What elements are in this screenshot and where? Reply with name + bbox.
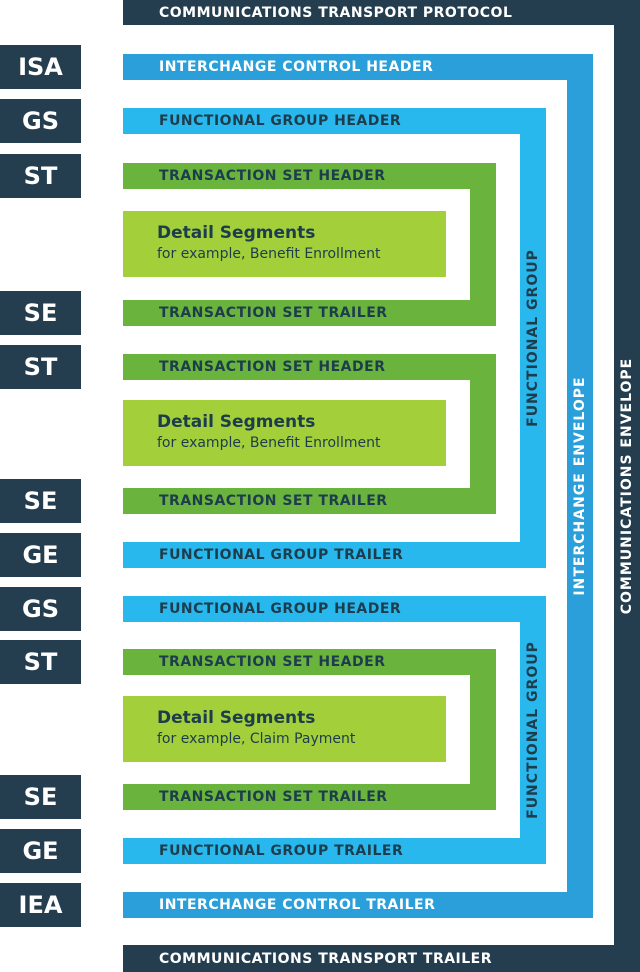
- transaction-set-trailer-label-2: TRANSACTION SET TRAILER: [159, 493, 388, 509]
- communications-envelope-bracket: [614, 0, 640, 972]
- functional-group-header-bar-2: FUNCTIONAL GROUP HEADER: [123, 596, 546, 622]
- transaction-set-header-label-3: TRANSACTION SET HEADER: [159, 654, 386, 670]
- functional-group-bracket-2: [520, 596, 546, 864]
- interchange-control-trailer-bar: INTERCHANGE CONTROL TRAILER: [123, 892, 593, 918]
- transaction-set-header-bar-2: TRANSACTION SET HEADER: [123, 354, 496, 380]
- communications-envelope-label: COMMUNICATIONS ENVELOPE: [619, 357, 635, 615]
- interchange-control-header-label: INTERCHANGE CONTROL HEADER: [159, 59, 434, 75]
- functional-group-label-1: FUNCTIONAL GROUP: [525, 249, 541, 427]
- transaction-set-trailer-label-3: TRANSACTION SET TRAILER: [159, 789, 388, 805]
- functional-group-trailer-bar-1: FUNCTIONAL GROUP TRAILER: [123, 542, 546, 568]
- transaction-set-bracket-3: [470, 649, 496, 810]
- communications-transport-trailer-label: COMMUNICATIONS TRANSPORT TRAILER: [159, 950, 493, 967]
- detail-segments-title-3: Detail Segments: [157, 708, 316, 728]
- transaction-set-header-bar-1: TRANSACTION SET HEADER: [123, 163, 496, 189]
- transaction-set-bracket-1: [470, 163, 496, 326]
- transaction-set-bracket-2: [470, 354, 496, 514]
- functional-group-bracket-1: [520, 108, 546, 568]
- segment-code-st-2: ST: [0, 345, 81, 389]
- communications-transport-protocol-label: COMMUNICATIONS TRANSPORT PROTOCOL: [159, 4, 513, 21]
- communications-transport-trailer-bar: COMMUNICATIONS TRANSPORT TRAILER: [123, 945, 640, 972]
- segment-code-ge-2: GE: [0, 829, 81, 873]
- transaction-set-trailer-bar-3: TRANSACTION SET TRAILER: [123, 784, 496, 810]
- transaction-set-trailer-label-1: TRANSACTION SET TRAILER: [159, 305, 388, 321]
- functional-group-trailer-label-2: FUNCTIONAL GROUP TRAILER: [159, 843, 404, 859]
- functional-group-header-bar-1: FUNCTIONAL GROUP HEADER: [123, 108, 546, 134]
- segment-code-gs-1: GS: [0, 99, 81, 143]
- transaction-set-trailer-bar-1: TRANSACTION SET TRAILER: [123, 300, 496, 326]
- interchange-envelope-bracket: [567, 54, 593, 918]
- detail-segments-box-3: Detail Segments for example, Claim Payme…: [123, 696, 446, 762]
- detail-segments-example-3: for example, Claim Payment: [157, 731, 356, 747]
- segment-code-se-1: SE: [0, 291, 81, 335]
- detail-segments-box-2: Detail Segments for example, Benefit Enr…: [123, 400, 446, 466]
- functional-group-header-label-2: FUNCTIONAL GROUP HEADER: [159, 601, 402, 617]
- detail-segments-title-2: Detail Segments: [157, 412, 316, 432]
- segment-code-ge-1: GE: [0, 533, 81, 577]
- interchange-envelope-label: INTERCHANGE ENVELOPE: [572, 376, 588, 596]
- detail-segments-title-1: Detail Segments: [157, 223, 316, 243]
- transaction-set-header-label-1: TRANSACTION SET HEADER: [159, 168, 386, 184]
- detail-segments-example-2: for example, Benefit Enrollment: [157, 435, 381, 451]
- detail-segments-example-1: for example, Benefit Enrollment: [157, 246, 381, 262]
- transaction-set-trailer-bar-2: TRANSACTION SET TRAILER: [123, 488, 496, 514]
- interchange-control-trailer-label: INTERCHANGE CONTROL TRAILER: [159, 897, 436, 913]
- segment-code-se-2: SE: [0, 479, 81, 523]
- segment-code-isa: ISA: [0, 45, 81, 89]
- transaction-set-header-bar-3: TRANSACTION SET HEADER: [123, 649, 496, 675]
- communications-transport-protocol-bar: COMMUNICATIONS TRANSPORT PROTOCOL: [123, 0, 640, 25]
- segment-code-st-3: ST: [0, 640, 81, 684]
- detail-segments-box-1: Detail Segments for example, Benefit Enr…: [123, 211, 446, 277]
- functional-group-trailer-label-1: FUNCTIONAL GROUP TRAILER: [159, 547, 404, 563]
- functional-group-trailer-bar-2: FUNCTIONAL GROUP TRAILER: [123, 838, 546, 864]
- interchange-control-header-bar: INTERCHANGE CONTROL HEADER: [123, 54, 593, 80]
- segment-code-st-1: ST: [0, 154, 81, 198]
- transaction-set-header-label-2: TRANSACTION SET HEADER: [159, 359, 386, 375]
- segment-code-gs-2: GS: [0, 587, 81, 631]
- segment-code-iea: IEA: [0, 883, 81, 927]
- functional-group-header-label-1: FUNCTIONAL GROUP HEADER: [159, 113, 402, 129]
- functional-group-label-2: FUNCTIONAL GROUP: [525, 641, 541, 819]
- segment-code-se-3: SE: [0, 775, 81, 819]
